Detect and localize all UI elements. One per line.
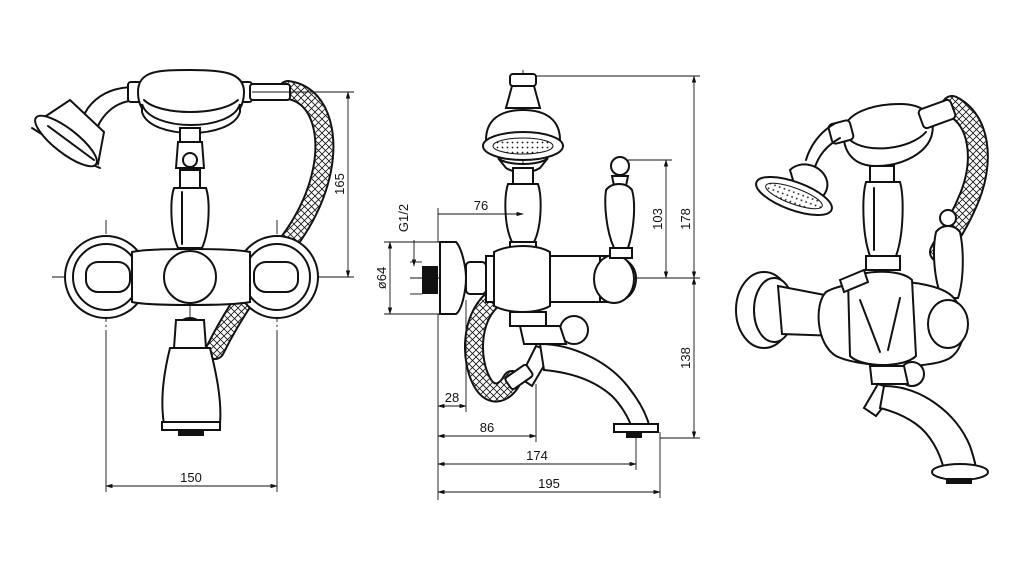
perspective-handset [805, 98, 957, 171]
dim-label-174: 174 [526, 448, 548, 463]
perspective-spout [862, 361, 989, 484]
dim-label-86: 86 [480, 420, 494, 435]
dim-label-76: 76 [474, 198, 488, 213]
perspective-column [862, 165, 904, 271]
front-spout [161, 317, 222, 436]
front-column [170, 127, 210, 249]
perspective-view [735, 95, 989, 484]
dim-label-28: 28 [445, 390, 459, 405]
dim-label-150: 150 [180, 470, 202, 485]
dim-label-diameter: ø64 [374, 267, 389, 289]
dim-label-178: 178 [678, 208, 693, 230]
front-view: 150 165 [31, 68, 354, 492]
dim-label-103: 103 [650, 208, 665, 230]
side-shower-head [482, 73, 564, 174]
side-body [485, 245, 638, 313]
side-lever-handle [604, 156, 636, 259]
front-body [64, 235, 319, 319]
perspective-shower-head [755, 163, 833, 216]
perspective-lever [933, 209, 964, 299]
front-shower-head [31, 86, 151, 169]
side-wall-flange [422, 241, 487, 315]
front-handset [127, 68, 291, 134]
dim-label-195: 195 [538, 476, 560, 491]
side-spout [504, 311, 659, 438]
side-column [504, 167, 542, 253]
dim-label-thread: G1/2 [396, 204, 411, 232]
dim-label-138: 138 [678, 347, 693, 369]
side-view: 76 G1/2 ø64 103 178 138 28 86 [374, 70, 700, 500]
perspective-body [817, 268, 969, 368]
dim-label-165: 165 [332, 173, 347, 195]
side-hose [464, 290, 522, 403]
